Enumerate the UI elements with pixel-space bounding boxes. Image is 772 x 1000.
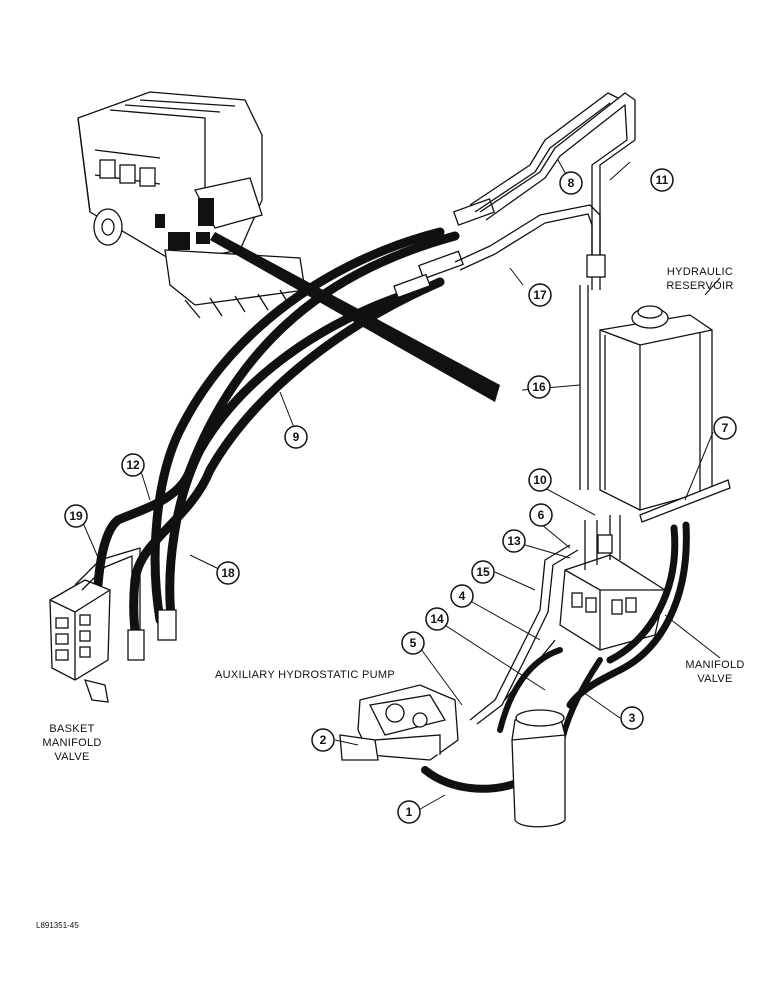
callout-14: 14 [425, 607, 449, 631]
callout-15: 15 [471, 560, 495, 584]
callout-5: 5 [401, 631, 425, 655]
callouts: 1 2 3 4 5 6 7 8 9 10 11 12 13 14 15 16 1… [64, 168, 737, 824]
svg-text:14: 14 [430, 612, 444, 626]
callout-10: 10 [528, 468, 552, 492]
svg-text:1: 1 [406, 805, 413, 819]
svg-text:10: 10 [533, 473, 547, 487]
hydraulic-filter [511, 709, 566, 828]
callout-19: 19 [64, 504, 88, 528]
svg-text:16: 16 [532, 380, 546, 394]
svg-text:3: 3 [629, 711, 636, 725]
figure-code: L891351-45 [36, 921, 79, 930]
svg-text:RESERVOIR: RESERVOIR [666, 280, 733, 292]
tube-17 [454, 204, 606, 278]
svg-text:MANIFOLD: MANIFOLD [685, 659, 744, 671]
callout-2: 2 [311, 728, 335, 752]
callout-4: 4 [450, 584, 474, 608]
label-basket-manifold-valve: BASKET MANIFOLD VALVE [42, 723, 101, 763]
label-auxiliary-pump: AUXILIARY HYDROSTATIC PUMP [215, 669, 395, 681]
tube-11 [479, 92, 636, 290]
svg-text:15: 15 [476, 565, 490, 579]
callout-3: 3 [620, 706, 644, 730]
callout-9: 9 [284, 425, 308, 449]
svg-text:11: 11 [656, 173, 669, 187]
hydraulic-reservoir [599, 305, 713, 511]
tube-8 [469, 92, 619, 213]
svg-text:5: 5 [410, 636, 417, 650]
svg-text:8: 8 [568, 176, 575, 190]
callout-18: 18 [216, 561, 240, 585]
svg-text:17: 17 [533, 288, 547, 302]
label-manifold-valve: MANIFOLD VALVE [685, 659, 744, 685]
callout-13: 13 [502, 529, 526, 553]
svg-text:BASKET: BASKET [49, 723, 94, 735]
svg-text:HYDRAULIC: HYDRAULIC [667, 266, 733, 278]
svg-text:18: 18 [221, 566, 235, 580]
svg-text:19: 19 [69, 509, 83, 523]
svg-text:VALVE: VALVE [697, 673, 732, 685]
svg-text:12: 12 [126, 458, 140, 472]
callout-16: 16 [527, 375, 551, 399]
manifold-valve [559, 479, 731, 651]
leader-lines [79, 159, 721, 813]
hose-18 [129, 277, 445, 655]
svg-text:4: 4 [459, 589, 466, 603]
callout-11: 11 [650, 168, 674, 192]
callout-6: 6 [529, 503, 553, 527]
label-hydraulic-reservoir: HYDRAULIC RESERVOIR [666, 266, 733, 292]
svg-text:6: 6 [538, 508, 545, 522]
svg-text:VALVE: VALVE [54, 751, 89, 763]
svg-text:AUXILIARY HYDROSTATIC PUMP: AUXILIARY HYDROSTATIC PUMP [215, 669, 395, 681]
cotton-picker-machine [77, 91, 306, 319]
callout-1: 1 [397, 800, 421, 824]
callout-12: 12 [121, 453, 145, 477]
svg-text:7: 7 [722, 421, 729, 435]
callout-7: 7 [713, 416, 737, 440]
basket-manifold-valve [49, 547, 177, 703]
tube-16 [579, 285, 589, 490]
svg-text:13: 13 [507, 534, 521, 548]
svg-text:MANIFOLD: MANIFOLD [42, 737, 101, 749]
auxiliary-hydrostatic-pump [339, 684, 459, 761]
svg-text:2: 2 [320, 733, 327, 747]
hose-12 [93, 231, 460, 590]
return-hoses [566, 521, 690, 709]
callout-17: 17 [528, 283, 552, 307]
svg-text:9: 9 [293, 430, 300, 444]
callout-8: 8 [559, 171, 583, 195]
